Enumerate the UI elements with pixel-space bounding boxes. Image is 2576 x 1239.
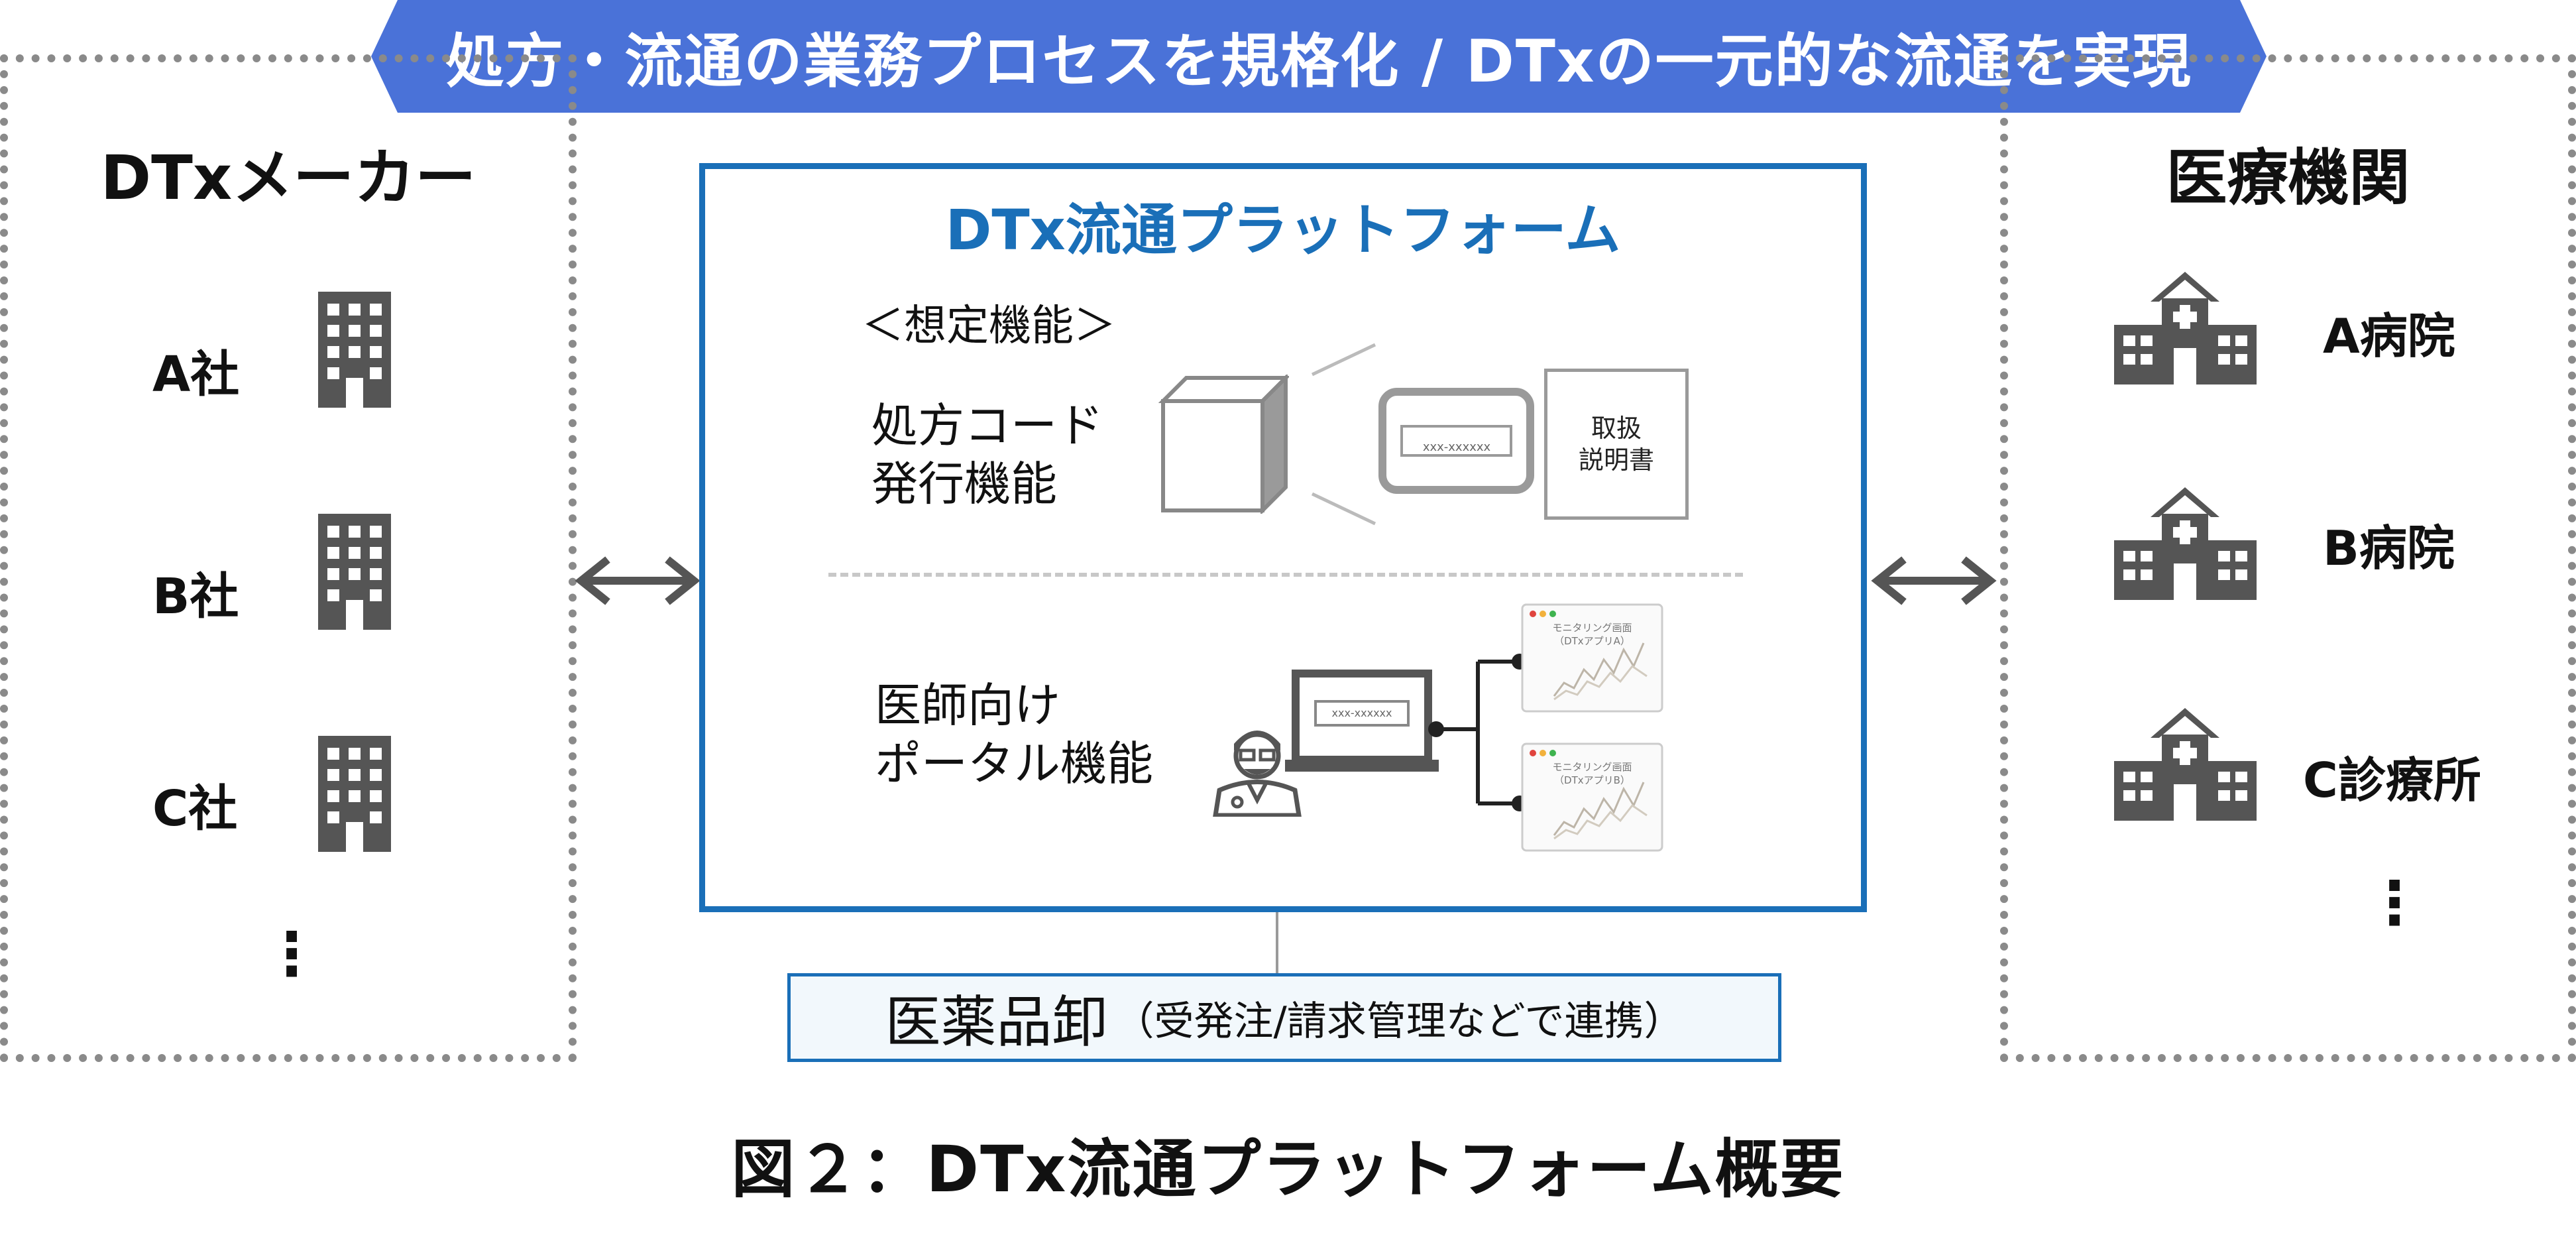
hospital-icon: [2114, 272, 2257, 384]
wholesaler-connector: [1276, 912, 1278, 973]
monitor-a-line2: （DTxアプリA）: [1554, 635, 1630, 647]
building-icon: [318, 736, 391, 852]
medical-panel: [2000, 54, 2576, 1062]
maker-more-ellipsis: ⋮: [262, 919, 321, 989]
doctor-icon: [1213, 731, 1302, 817]
hospital-a-label: A病院: [2323, 308, 2455, 364]
section-divider: [828, 573, 1743, 577]
function1-line1: 処方コード: [871, 398, 1103, 453]
wholesaler-subtitle: （受発注/請求管理などで連携）: [1114, 998, 1684, 1045]
company-b-label: B社: [152, 568, 239, 625]
laptop-code-text: xxx-xxxxxx: [1331, 707, 1392, 719]
maker-panel-title: DTxメーカー: [100, 142, 476, 213]
clinic-c-label: C診療所: [2303, 752, 2481, 808]
manual-line2: 説明書: [1578, 445, 1654, 475]
device-icon: [1378, 388, 1534, 494]
building-icon: [318, 292, 391, 408]
monitoring-window-b: [1521, 742, 1663, 852]
medical-panel-title: 医療機関: [2166, 142, 2410, 213]
company-a-label: A社: [152, 346, 240, 403]
company-c-label: C社: [152, 780, 238, 837]
hospital-icon: [2114, 708, 2257, 821]
function-prescription-code-label: 処方コード 発行機能: [871, 396, 1103, 513]
assumed-functions-label: ＜想定機能＞: [862, 302, 1116, 351]
wholesaler-title: 医薬品卸: [885, 989, 1108, 1055]
function-doctor-portal-label: 医師向け ポータル機能: [875, 676, 1153, 793]
function2-line2: ポータル機能: [875, 737, 1153, 791]
connector-tree: [1428, 654, 1528, 811]
banner-shape: [371, 0, 2267, 113]
function2-line1: 医師向け: [875, 678, 1060, 733]
monitor-a-line1: モニタリング画面: [1552, 622, 1632, 634]
function1-line2: 発行機能: [871, 457, 1057, 511]
monitor-b-line1: モニタリング画面: [1552, 761, 1632, 773]
manual-line1: 取扱: [1591, 414, 1642, 443]
maker-panel: [0, 54, 577, 1062]
projection-lines: [1311, 343, 1376, 526]
figure-caption: 図２：DTx流通プラットフォーム概要: [731, 1132, 1845, 1207]
device-code-text: xxx-xxxxxx: [1422, 440, 1491, 454]
wholesaler-box: 医薬品卸 （受発注/請求管理などで連携）: [787, 973, 1781, 1062]
cube-icon: [1158, 375, 1289, 514]
manual-document: 取扱 説明書: [1544, 369, 1689, 520]
monitor-b-line2: （DTxアプリB）: [1554, 774, 1630, 786]
monitoring-window-b-caption: モニタリング画面 （DTxアプリB）: [1524, 760, 1660, 787]
monitoring-window-a: [1521, 603, 1663, 713]
laptop-icon: [1285, 670, 1439, 772]
double-arrow-icon: [1871, 556, 1997, 605]
platform-title: DTx流通プラットフォーム: [945, 197, 1621, 263]
hospital-b-label: B病院: [2323, 520, 2455, 576]
monitoring-window-a-caption: モニタリング画面 （DTxアプリA）: [1524, 621, 1660, 648]
building-icon: [318, 514, 391, 630]
medical-more-ellipsis: ⋮: [2365, 868, 2424, 938]
banner-text: 処方・流通の業務プロセスを規格化 / DTxの一元的な流通を実現: [445, 27, 2192, 95]
double-arrow-icon: [575, 556, 700, 605]
hospital-icon: [2114, 487, 2257, 600]
